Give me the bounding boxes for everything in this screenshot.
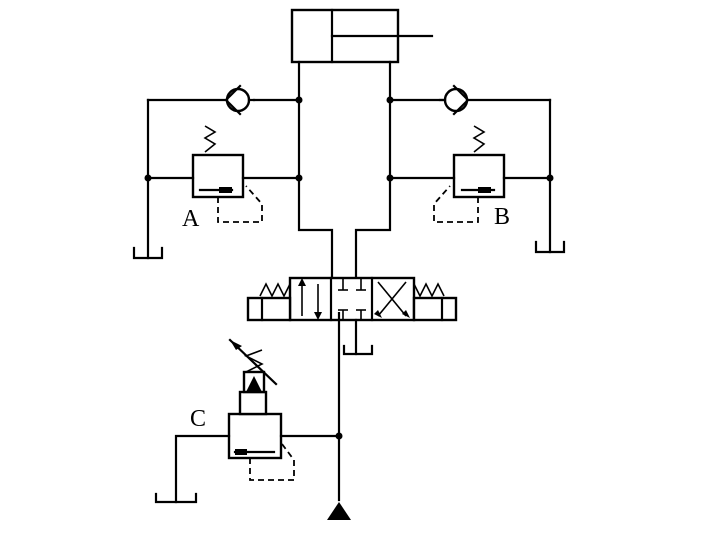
directional-control-valve xyxy=(288,276,416,322)
junction-dot xyxy=(386,174,394,182)
tank-symbol-left xyxy=(132,246,164,260)
relief-valve-b: B xyxy=(386,125,554,230)
right-solenoid-actuator xyxy=(412,282,458,322)
spring-icon xyxy=(244,349,264,373)
tank-symbol-c xyxy=(154,492,198,504)
pressure-line xyxy=(335,312,343,502)
junction-dot xyxy=(295,174,303,182)
junction-dot xyxy=(295,96,303,104)
left-solenoid-actuator xyxy=(246,282,292,322)
junction-dot xyxy=(386,96,394,104)
pump-icon xyxy=(327,502,351,520)
right-check-valve-branch xyxy=(386,84,566,254)
relief-valve-c: C xyxy=(154,338,341,504)
spring-icon xyxy=(203,125,217,153)
valve-tank-return xyxy=(342,318,374,356)
pilot-line-c xyxy=(249,443,295,481)
relief-valve-a: A xyxy=(144,125,303,232)
junction-dot xyxy=(144,174,152,182)
pilot-line-b xyxy=(433,185,479,223)
label-valve-b: B xyxy=(494,204,510,230)
spring-icon xyxy=(472,125,486,153)
hydraulic-cylinder xyxy=(290,8,434,64)
junction-dot xyxy=(546,174,554,182)
left-check-valve xyxy=(224,84,256,116)
cylinder-supply-lines xyxy=(297,60,392,280)
label-valve-a: A xyxy=(182,206,200,232)
tank-symbol-right xyxy=(534,240,566,254)
pilot-line-a xyxy=(217,185,263,223)
label-valve-c: C xyxy=(190,406,206,432)
spring-icon xyxy=(259,282,291,298)
spring-icon xyxy=(413,282,445,298)
right-check-valve xyxy=(438,84,470,116)
